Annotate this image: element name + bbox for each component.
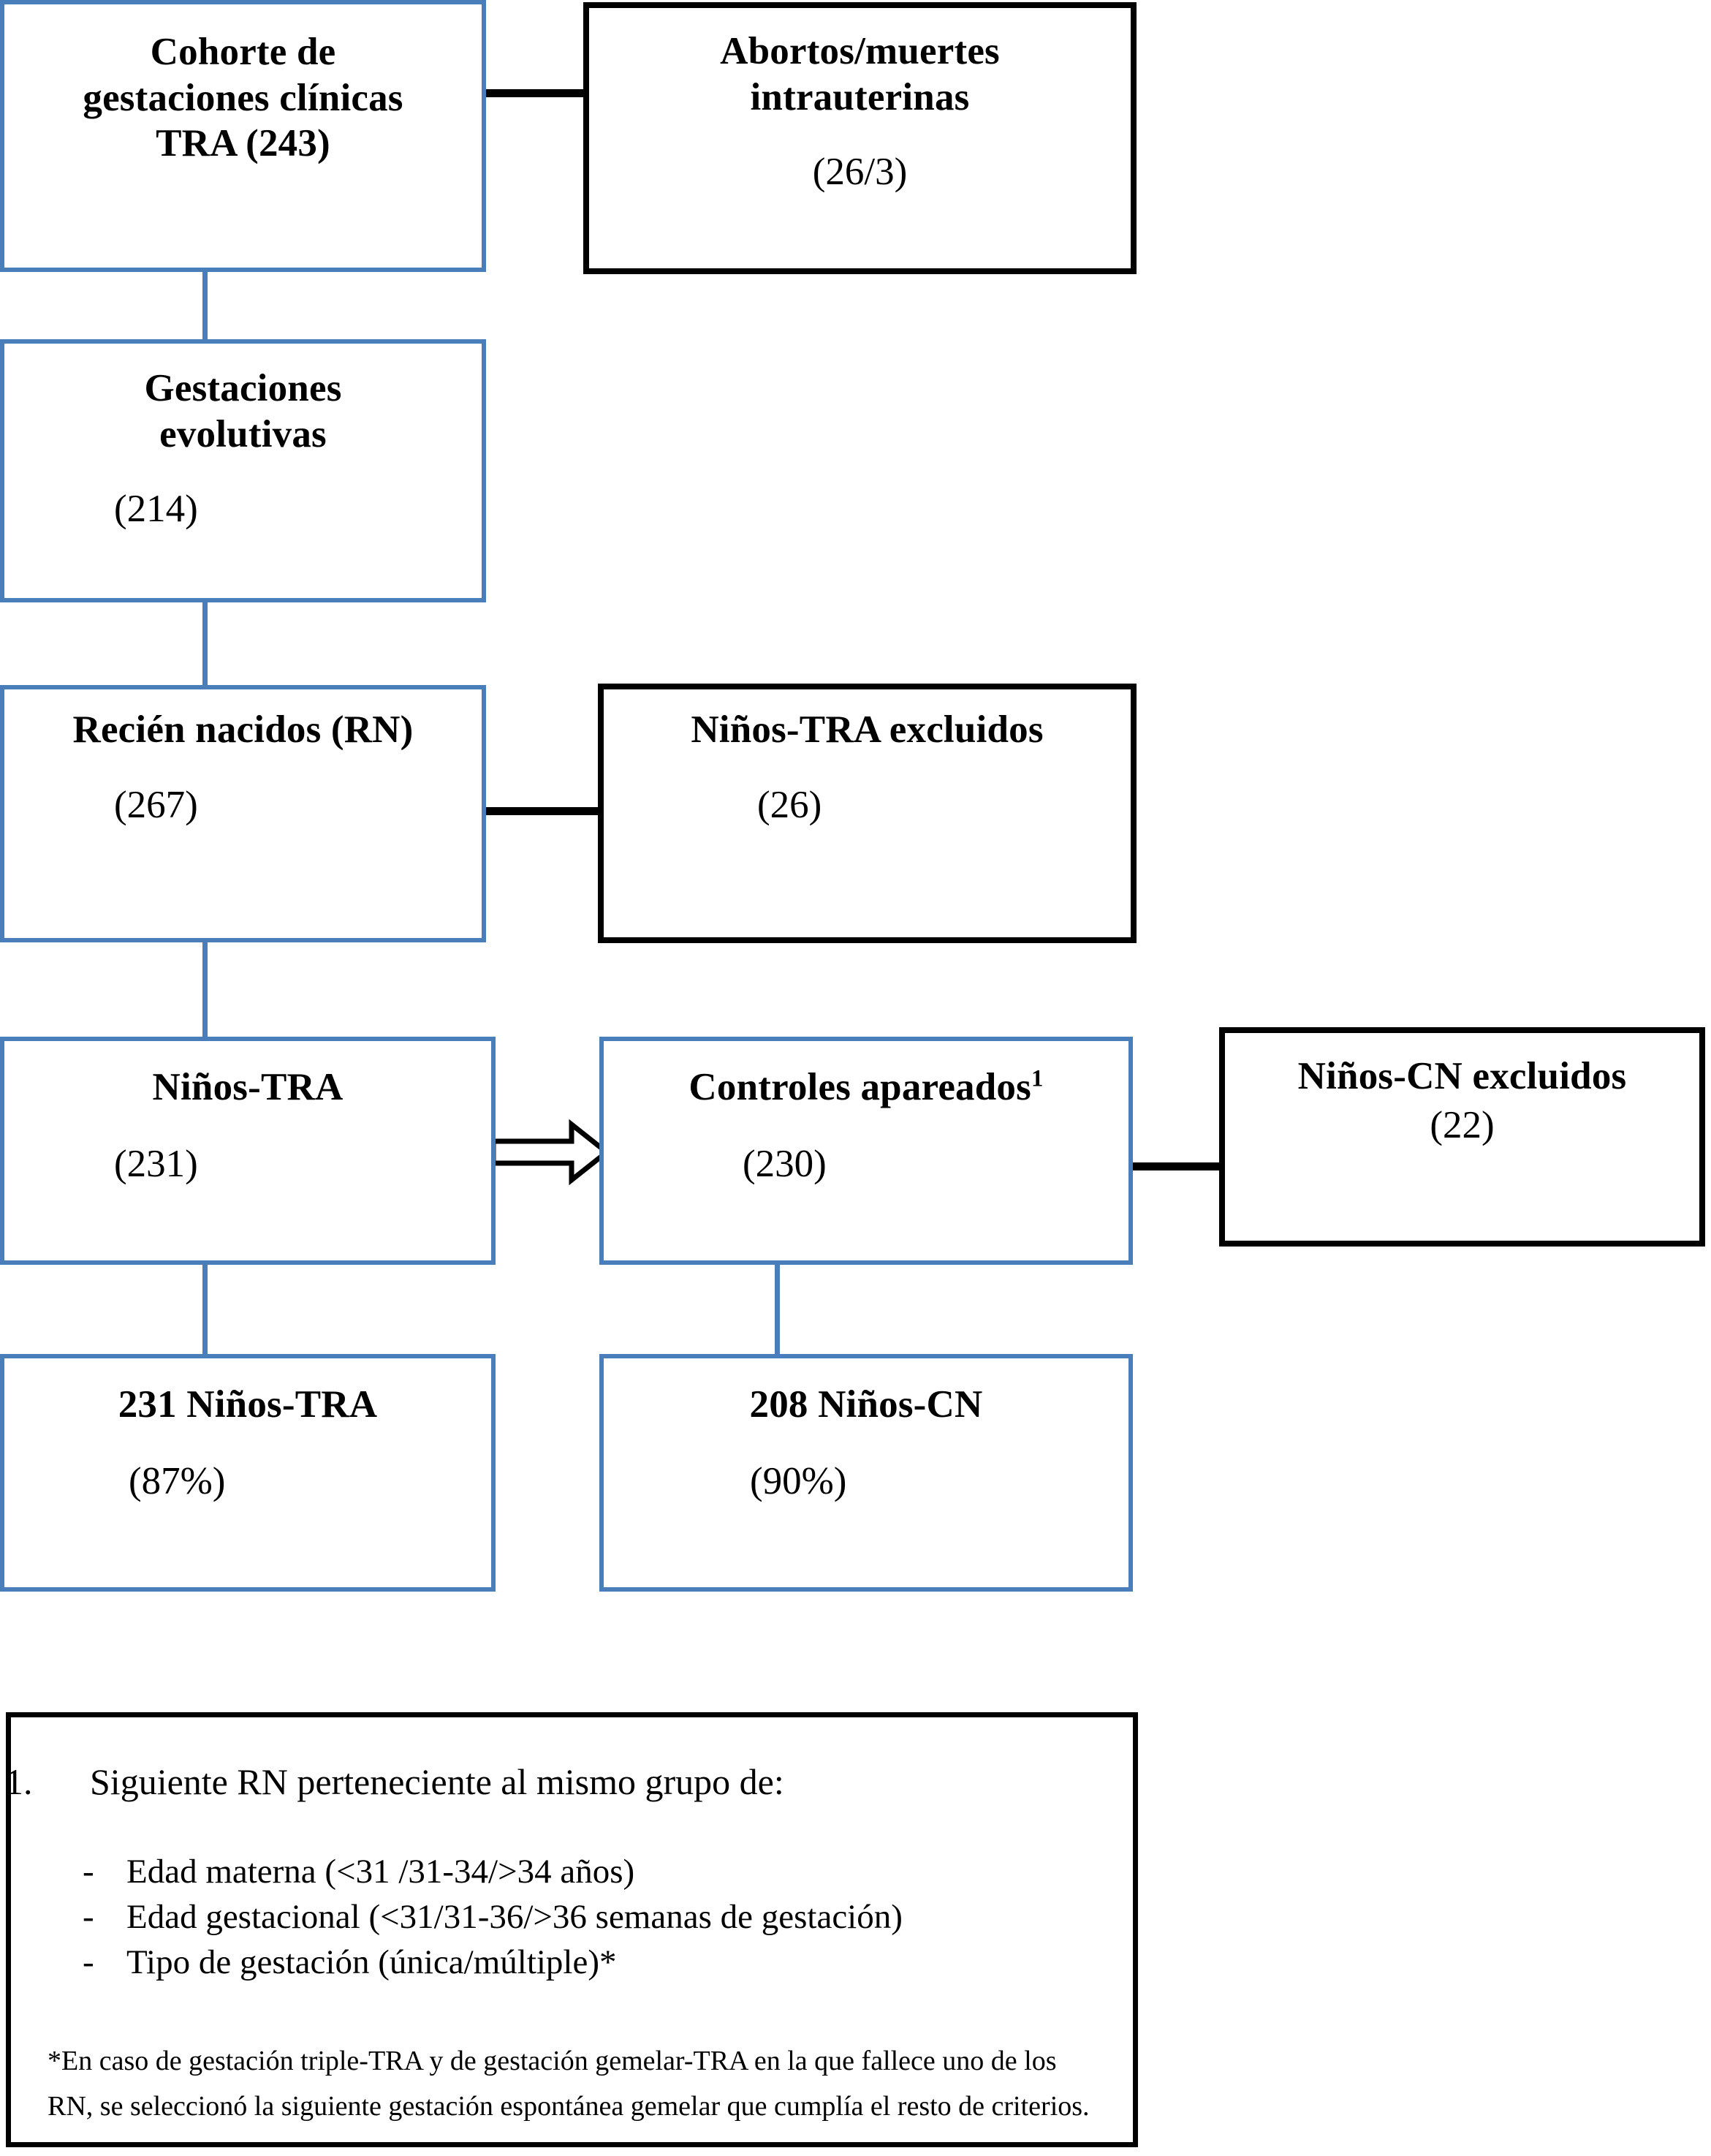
node-abortos-line2: intrauterinas (750, 75, 970, 118)
node-controles-apareados-count: (230) (743, 1142, 827, 1185)
block-arrow-ninos-tra-to-controles (490, 1119, 611, 1186)
node-ninos-tra-excluidos-count: (26) (757, 783, 822, 826)
connector-gestaciones-to-recien-nacidos (202, 600, 208, 686)
node-controles-apareados-line1: Controles apareados1 (688, 1064, 1043, 1111)
connector-controles-to-ninos-cn-final (775, 1262, 780, 1357)
node-abortos-line1: Abortos/muertes (720, 30, 1000, 72)
node-ninos-tra-final-line1: 231 Niños-TRA (118, 1383, 378, 1426)
node-recien-nacidos[interactable]: Recién nacidos (RN) (267) (0, 685, 486, 942)
node-cohorte-gestaciones-clinicas[interactable]: Cohorte de gestaciones clínicas TRA (243… (0, 0, 486, 272)
criteria-text: Tipo de gestación (única/múltiple)* (126, 1943, 617, 1982)
node-abortos-muertes-intrauterinas[interactable]: Abortos/muertes intrauterinas (26/3) (583, 2, 1137, 274)
node-ninos-cn-excluidos-line1: Niños-CN excluidos (1297, 1055, 1627, 1097)
connector-rn-to-ninos-tra (202, 940, 208, 1040)
node-recien-nacidos-line1: Recién nacidos (RN) (72, 708, 414, 751)
node-ninos-tra-excluidos-line1: Niños-TRA excluidos (691, 708, 1044, 751)
node-ninos-cn-final[interactable]: 208 Niños-CN (90%) (599, 1354, 1133, 1592)
footnote-title-line: 1. Siguiente RN perteneciente al mismo gr… (5, 1760, 1104, 1804)
node-gestaciones-evolutivas[interactable]: Gestaciones evolutivas (214) (0, 339, 486, 602)
connector-controles-to-ninos-cn-excluidos (1128, 1162, 1224, 1170)
node-controles-apareados[interactable]: Controles apareados1 (230) (599, 1037, 1133, 1265)
node-recien-nacidos-count: (267) (114, 783, 198, 826)
node-ninos-tra-final[interactable]: 231 Niños-TRA (87%) (0, 1354, 496, 1592)
node-gestaciones-count: (214) (114, 488, 198, 531)
criteria-text: Edad gestacional (<31/31-36/>36 semanas … (126, 1898, 903, 1937)
node-cohorte-line3: TRA (243) (156, 122, 330, 165)
list-item: -Edad gestacional (<31/31-36/>36 semanas… (40, 1894, 1104, 1940)
node-ninos-tra-count: (231) (114, 1142, 198, 1185)
node-ninos-tra[interactable]: Niños-TRA (231) (0, 1037, 496, 1265)
footnote-number: 1. (5, 1761, 33, 1802)
footnote-asterisk-note: *En caso de gestación triple-TRA y de ge… (48, 2046, 1090, 2122)
node-gestaciones-line1: Gestaciones (144, 367, 342, 409)
criteria-text: Edad materna (<31 /31-34/>34 años) (126, 1853, 635, 1891)
connector-cohorte-to-abortos (482, 89, 588, 97)
node-cohorte-line1: Cohorte de (150, 31, 336, 73)
connector-rn-to-ninos-tra-excluidos (482, 807, 602, 815)
connector-ninos-tra-to-final (202, 1262, 208, 1357)
node-gestaciones-line2: evolutivas (159, 412, 327, 455)
node-ninos-cn-final-line1: 208 Niños-CN (749, 1383, 983, 1426)
node-ninos-tra-final-count: (87%) (129, 1459, 226, 1502)
node-ninos-tra-line1: Niños-TRA (152, 1066, 344, 1108)
node-controles-apareados-label: Controles apareados (688, 1066, 1031, 1108)
footnote-panel: 1. Siguiente RN perteneciente al mismo gr… (5, 1712, 1138, 2147)
connector-cohorte-to-gestaciones (202, 268, 208, 339)
list-item: -Tipo de gestación (única/múltiple)* (40, 1940, 1104, 1985)
bullet-dash: - (83, 1898, 94, 1937)
bullet-dash: - (83, 1943, 94, 1982)
footnote-title-text: Siguiente RN perteneciente al mismo grup… (90, 1761, 784, 1802)
list-item: -Edad materna (<31 /31-34/>34 años) (40, 1849, 1104, 1894)
node-ninos-cn-final-count: (90%) (750, 1459, 847, 1502)
node-cohorte-line2: gestaciones clínicas (83, 76, 403, 119)
bullet-dash: - (83, 1853, 94, 1891)
footnote-criteria-list: -Edad materna (<31 /31-34/>34 años) -Eda… (40, 1849, 1104, 1985)
node-ninos-cn-excluidos-count: (22) (1430, 1103, 1495, 1146)
node-ninos-tra-excluidos[interactable]: Niños-TRA excluidos (26) (598, 684, 1137, 943)
footnote-marker: 1 (1031, 1065, 1044, 1092)
node-ninos-cn-excluidos[interactable]: Niños-CN excluidos (22) (1219, 1027, 1705, 1247)
node-abortos-count: (26/3) (812, 151, 908, 194)
